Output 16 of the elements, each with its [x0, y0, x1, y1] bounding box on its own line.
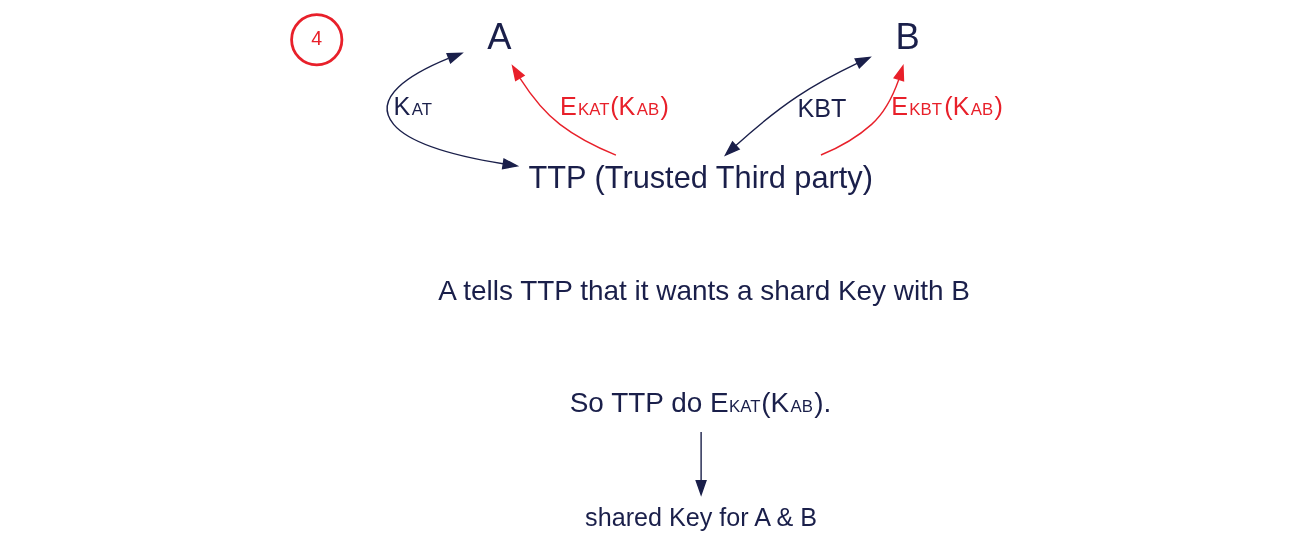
edge-label: KAT	[393, 92, 432, 121]
node-text: B	[894, 15, 920, 57]
edge-label: KBT	[797, 93, 846, 122]
arrow	[723, 56, 872, 157]
arrow	[511, 64, 617, 156]
edge-label: EKBT(KAB)	[890, 92, 1003, 121]
arrow	[819, 63, 904, 156]
node-circle: 4	[289, 13, 343, 67]
node-text: TTP (Trusted Third party)	[528, 160, 873, 196]
arrow	[694, 431, 707, 497]
node-text: So TTP do EKAT(KAB).	[569, 387, 831, 419]
node-text: A tells TTP that it wants a shard Key with B	[437, 275, 970, 307]
node-text: shared Key for A & B	[584, 503, 817, 532]
arrow	[386, 52, 519, 170]
node-text: A	[486, 15, 511, 57]
edge-label: EKAT(KAB)	[559, 92, 669, 121]
